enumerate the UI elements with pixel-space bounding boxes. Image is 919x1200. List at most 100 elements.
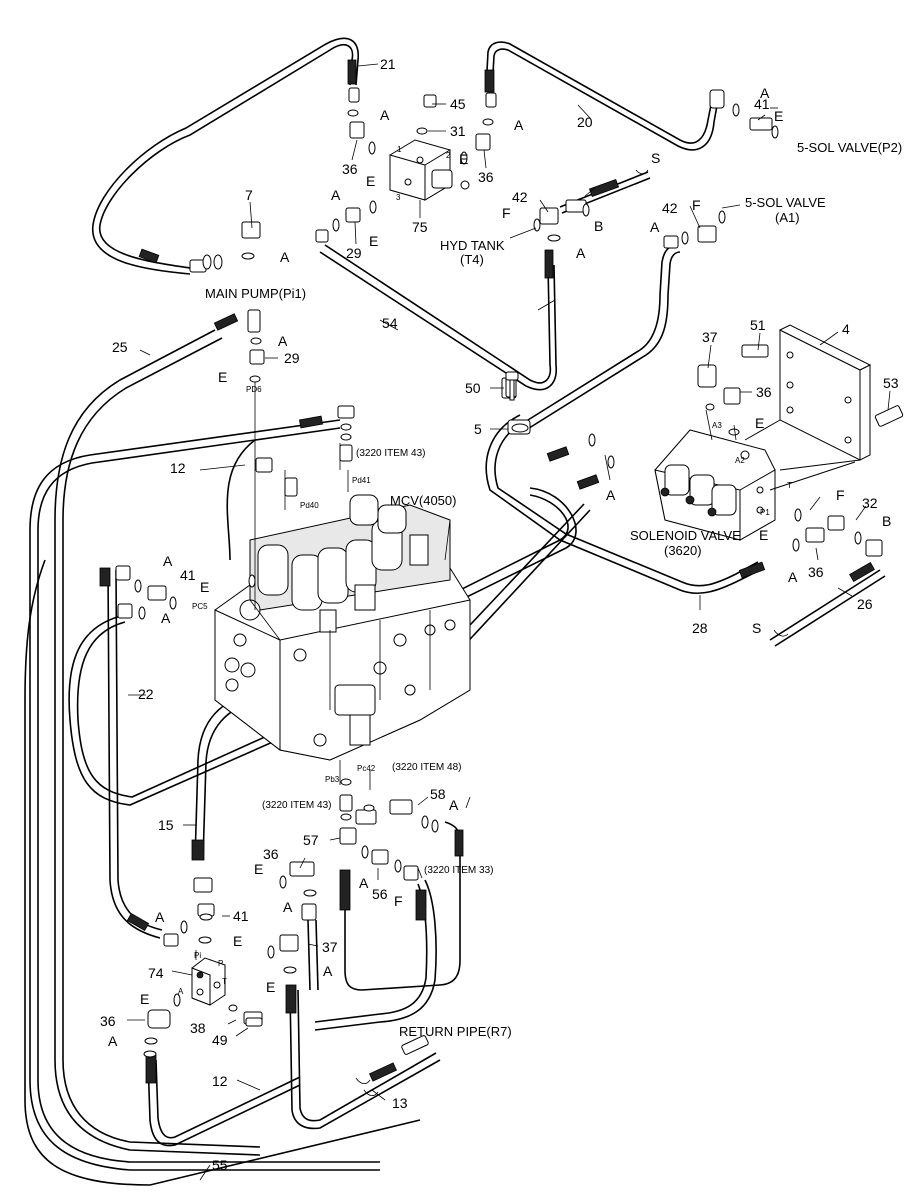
bolts: [245, 371, 529, 1027]
part-75: 75: [412, 219, 428, 235]
break-marks: [355, 169, 789, 1096]
part-36-bottom-left: 36: [100, 1013, 116, 1029]
part-51: 51: [750, 317, 766, 333]
letter-a: A: [108, 1033, 118, 1049]
part-29-mid: 29: [284, 350, 300, 366]
part-50: 50: [465, 380, 481, 396]
label-main-pump: MAIN PUMP(Pi1): [205, 286, 306, 301]
letter-a: A: [161, 610, 171, 626]
port-pc42: Pc42: [357, 764, 376, 773]
letter-a: A: [280, 249, 290, 265]
label-item48: (3220 ITEM 48): [392, 762, 461, 773]
part-26: 26: [857, 596, 873, 612]
letter-a: A: [359, 875, 369, 891]
part-55: 55: [212, 1157, 228, 1173]
label-item43-bottom: (3220 ITEM 43): [262, 800, 331, 811]
hose-12-upper: [29, 419, 380, 1171]
letter-a: A: [576, 245, 586, 261]
part-38: 38: [190, 1020, 206, 1036]
letter-a: A: [331, 187, 341, 203]
letter-e: E: [366, 173, 375, 189]
label-hyd-tank-l2: (T4): [460, 252, 484, 267]
letter-e: E: [140, 991, 149, 1007]
letter-e: E: [233, 933, 242, 949]
part-41-left: 41: [180, 567, 196, 583]
block-75: [389, 139, 470, 201]
part-49: 49: [212, 1032, 228, 1048]
solenoid-valve-3620: [654, 429, 776, 541]
fittings: [115, 87, 904, 1055]
part-28: 28: [692, 620, 708, 636]
hose-54: [319, 244, 557, 391]
port-1: 1: [397, 145, 402, 154]
part-36-sol: 36: [756, 384, 772, 400]
port-pd6: PD6: [246, 385, 262, 394]
part-4: 4: [842, 321, 850, 337]
letter-a: A: [760, 85, 770, 101]
part-54: 54: [382, 315, 398, 331]
letter-a: A: [283, 899, 293, 915]
hose-26: [769, 569, 886, 647]
letter-e: E: [459, 151, 468, 167]
part-21: 21: [380, 56, 396, 72]
label-5-sol-valve-p2: 5-SOL VALVE(P2): [797, 140, 902, 155]
part-5: 5: [474, 421, 482, 437]
label-item33: (3220 ITEM 33): [424, 865, 493, 876]
port-pi: Pi: [194, 951, 201, 960]
letter-e: E: [218, 369, 227, 385]
letter-b: B: [882, 513, 891, 529]
part-58: 58: [430, 786, 446, 802]
port-t-74: T: [222, 977, 227, 986]
label-return-pipe: RETURN PIPE(R7): [399, 1024, 512, 1039]
letter-e: E: [755, 415, 764, 431]
letter-a: A: [514, 117, 524, 133]
port-p1: P1: [760, 508, 770, 517]
part-41-bottom: 41: [233, 908, 249, 924]
letter-f: F: [394, 893, 403, 909]
letter-e: E: [369, 233, 378, 249]
o-rings: [134, 103, 862, 1058]
part-42-right: 42: [662, 200, 678, 216]
letter-a: A: [449, 797, 459, 813]
block-74: [191, 957, 226, 1006]
part-74: 74: [148, 965, 164, 981]
hose-20: [485, 41, 719, 151]
letter-f: F: [502, 205, 511, 221]
port-a-74: A: [178, 987, 184, 996]
hose-upper-right: [519, 244, 681, 431]
letter-f: F: [836, 487, 845, 503]
port-pb3: Pb3: [325, 775, 340, 784]
bracket-plate-4: [744, 324, 872, 491]
part-29-top: 29: [346, 245, 362, 261]
hose-center-vert: [344, 821, 461, 991]
letter-e: E: [254, 861, 263, 877]
hose-55: [24, 559, 421, 1186]
port-t: T: [787, 481, 792, 490]
letter-a: A: [380, 107, 390, 123]
letter-a: A: [278, 333, 288, 349]
port-a2: A2: [735, 456, 745, 465]
hose-end-fittings: [99, 59, 875, 1084]
part-53: 53: [883, 375, 899, 391]
part-15: 15: [158, 817, 174, 833]
part-20: 20: [577, 114, 593, 130]
letter-a: A: [650, 219, 660, 235]
part-32: 32: [862, 495, 878, 511]
letter-f: F: [692, 197, 701, 213]
hose-bottom-left: [147, 1059, 301, 1147]
part-7: 7: [245, 187, 253, 203]
part-57: 57: [303, 832, 319, 848]
hose-21: [92, 37, 359, 275]
letter-a: A: [606, 487, 616, 503]
mcv-main-control-valve: [214, 494, 471, 761]
part-56: 56: [372, 886, 388, 902]
label-mcv: MCV(4050): [390, 493, 456, 508]
part-42-left: 42: [512, 189, 528, 205]
port-3: 3: [396, 193, 401, 202]
part-37-top: 37: [702, 329, 718, 345]
label-item43-top: (3220 ITEM 43): [356, 448, 425, 459]
part-12-upper: 12: [170, 460, 186, 476]
letter-s: S: [752, 620, 761, 636]
letter-e: E: [774, 108, 783, 124]
